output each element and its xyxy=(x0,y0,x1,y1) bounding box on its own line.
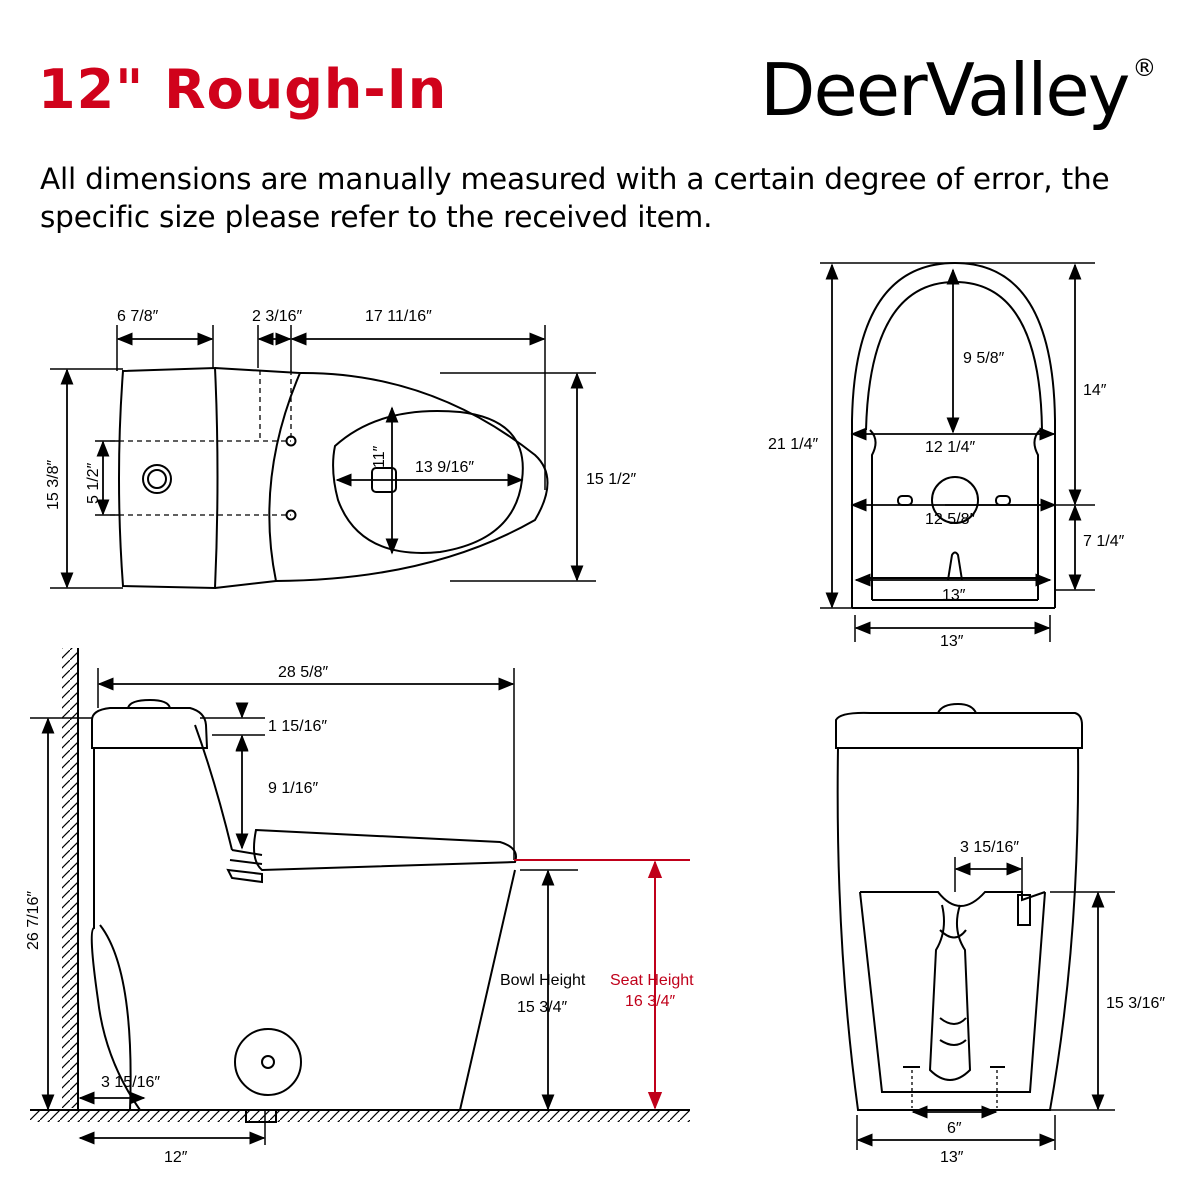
label-bowl-width: 15 1/2″ xyxy=(586,471,636,488)
label-seat-height: 16 3/4″ xyxy=(625,993,675,1010)
label-rear-length: 7 1/4″ xyxy=(1083,533,1125,550)
brand-logo: DeerValley® xyxy=(760,48,1156,132)
side-view-body-outline xyxy=(90,748,516,1111)
label-base-width: 13″ xyxy=(940,633,964,650)
brand-name: DeerValley xyxy=(760,48,1130,132)
side-view-seat xyxy=(253,828,517,872)
bottom-view xyxy=(820,261,1095,642)
side-view xyxy=(30,648,690,1145)
label-front-bolt-spacing: 6″ xyxy=(947,1120,962,1137)
label-bowl-height: 15 3/4″ xyxy=(517,999,567,1016)
label-outlet-width: 12 5/8″ xyxy=(925,511,975,528)
label-inner-width: 12 1/4″ xyxy=(925,439,975,456)
front-view xyxy=(835,702,1115,1150)
label-total-height: 26 7/16″ xyxy=(25,891,42,950)
top-view-bowl-outline xyxy=(275,371,549,582)
label-front-length: 9 5/8″ xyxy=(963,350,1005,367)
label-overall-length: 28 5/8″ xyxy=(278,664,328,681)
label-seat-height-title: Seat Height xyxy=(610,972,694,989)
label-bolt-spacing: 5 1/2″ xyxy=(85,462,102,504)
top-view-transition xyxy=(214,367,302,589)
label-section-top: 14″ xyxy=(1083,382,1107,399)
top-view-seat-outline xyxy=(332,410,524,554)
front-view-tank-lid xyxy=(835,711,1083,749)
front-view-trapway xyxy=(928,904,972,1081)
label-seat-length: 13 9/16″ xyxy=(415,459,474,476)
label-trap-width: 3 15/16″ xyxy=(960,839,1019,856)
top-view-tank-outline xyxy=(118,366,219,590)
label-bowl-length: 17 11/16″ xyxy=(365,308,432,325)
label-trap-height: 15 3/16″ xyxy=(1106,995,1165,1012)
label-total-length: 21 1/4″ xyxy=(768,436,818,453)
wall-hatch xyxy=(62,648,78,1108)
label-total-width: 15 3/8″ xyxy=(45,460,62,510)
page-title: 12" Rough-In xyxy=(38,58,448,121)
label-offset: 2 3/16″ xyxy=(252,308,302,325)
label-front-base-width: 13″ xyxy=(940,1149,964,1166)
measurement-note: All dimensions are manually measured wit… xyxy=(40,162,1110,234)
top-view xyxy=(50,325,596,590)
bottom-view-labels: 21 1/4″ 9 5/8″ 14″ 12 1/4″ 12 5/8″ 7 1/4… xyxy=(768,350,1125,650)
side-view-labels: 28 5/8″ 1 15/16″ 9 1/16″ 26 7/16″ Bowl H… xyxy=(25,664,694,1166)
label-seat-width: 11″ xyxy=(371,445,388,468)
label-lid-height: 1 15/16″ xyxy=(268,718,327,735)
label-tank-depth: 6 7/8″ xyxy=(117,308,159,325)
label-rough-in: 12″ xyxy=(164,1149,188,1166)
label-base-inner-width: 13″ xyxy=(942,587,966,604)
registered-mark: ® xyxy=(1132,54,1156,82)
label-bowl-height-title: Bowl Height xyxy=(500,972,586,989)
top-view-labels: 6 7/8″ 2 3/16″ 17 11/16″ 15 3/8″ 5 1/2″ … xyxy=(45,308,636,510)
side-view-outlet xyxy=(234,1028,302,1096)
label-wall-gap: 3 15/16″ xyxy=(101,1074,160,1091)
side-view-tank-lid xyxy=(91,707,209,749)
flush-button-icon xyxy=(142,464,172,494)
floor-hatch xyxy=(30,1110,690,1122)
front-view-labels: 3 15/16″ 15 3/16″ 6″ 13″ xyxy=(940,839,1165,1166)
label-tank-rise: 9 1/16″ xyxy=(268,780,318,797)
